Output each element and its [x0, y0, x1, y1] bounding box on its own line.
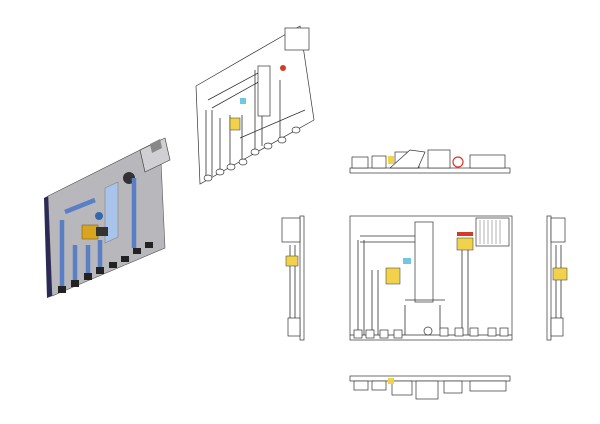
blue-pipes	[59, 178, 137, 290]
mixing-valve-yellow	[81, 212, 108, 240]
plate-heat-exchanger	[104, 181, 119, 244]
valve-front-right	[456, 237, 474, 251]
top-view	[349, 149, 511, 174]
isometric-shaded-view	[44, 137, 171, 298]
connection-fittings	[58, 242, 153, 293]
front-view	[349, 215, 513, 341]
left-side-view	[281, 215, 305, 341]
valve-cyan-highlight	[240, 98, 246, 104]
control-box-front	[475, 217, 510, 247]
mixing-valve-front	[385, 267, 401, 285]
isometric-line-view	[195, 25, 315, 185]
heat-exchanger-front	[414, 221, 434, 303]
pipework-outline	[205, 70, 306, 178]
heat-exchanger-outline	[257, 65, 271, 117]
fittings-front	[353, 326, 509, 339]
fittings-outline	[203, 126, 301, 182]
right-side-view	[546, 215, 568, 341]
pipework-front	[350, 235, 512, 336]
valve-yellow-highlight	[229, 117, 241, 131]
valve-red-highlight	[280, 65, 286, 71]
control-box	[139, 137, 171, 173]
panel-edge	[44, 196, 52, 298]
control-box-outline	[284, 27, 310, 51]
bottom-view	[349, 375, 511, 400]
